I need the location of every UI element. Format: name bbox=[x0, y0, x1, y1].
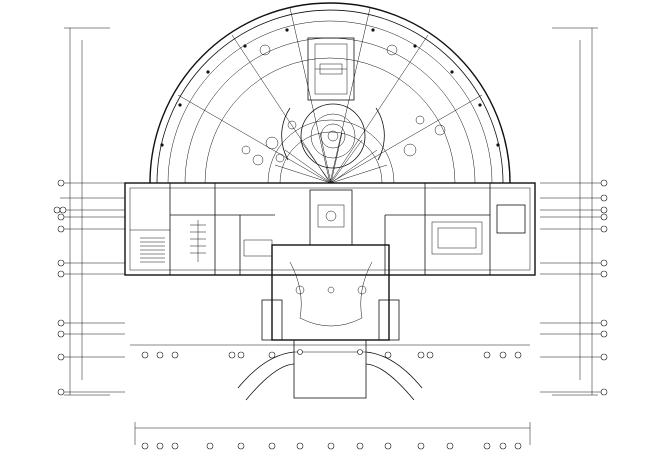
semicircle-wing bbox=[149, 2, 511, 184]
right-dimension-line bbox=[552, 27, 598, 396]
left-dimension-line bbox=[64, 27, 110, 396]
bottom-dimension-line bbox=[134, 422, 531, 450]
central-rotunda bbox=[281, 103, 385, 169]
entrance-hall bbox=[261, 244, 400, 341]
right-grid-axis-markers bbox=[540, 179, 608, 396]
left-grid-axis-markers bbox=[53, 179, 125, 396]
front-grid-axis-markers bbox=[130, 344, 530, 359]
sports-court bbox=[307, 37, 355, 101]
entrance-portico bbox=[237, 339, 423, 401]
landscape-planting bbox=[241, 44, 446, 166]
seating-rows bbox=[140, 237, 165, 263]
main-building-block bbox=[124, 182, 536, 276]
radial-stair-fan bbox=[267, 119, 395, 184]
toilet-stalls bbox=[190, 220, 273, 262]
